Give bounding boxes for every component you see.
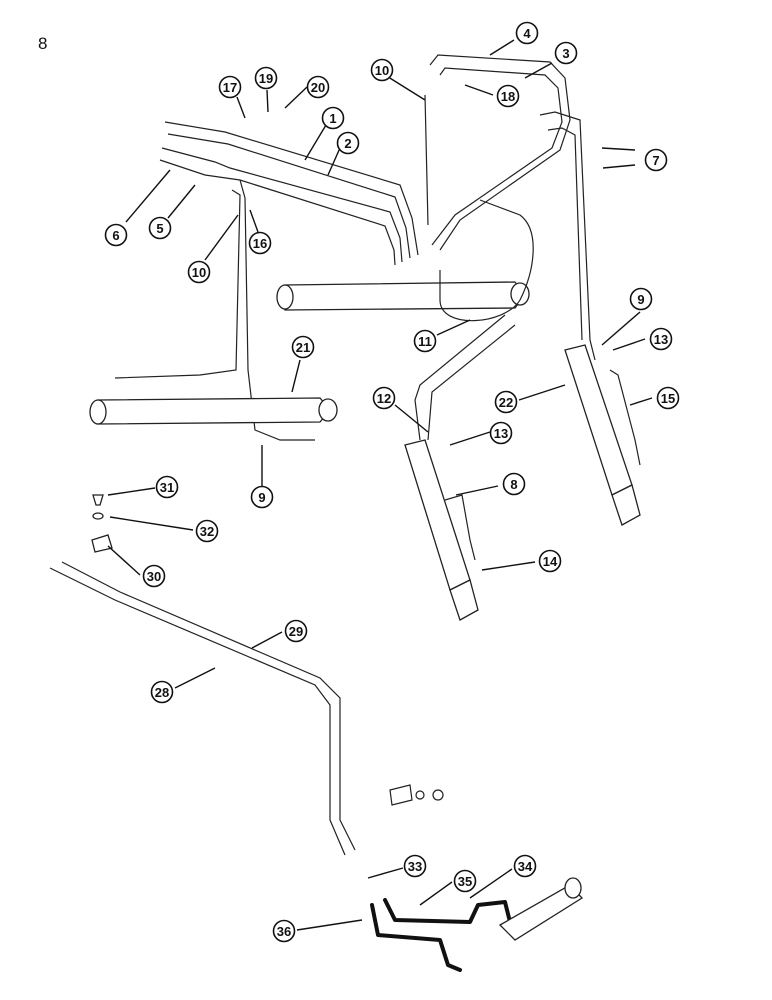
svg-text:22: 22 [499, 395, 513, 410]
callout-15: 15 [656, 386, 680, 410]
svg-text:3: 3 [562, 46, 569, 61]
svg-text:32: 32 [200, 524, 214, 539]
frame-loop [414, 199, 534, 441]
svg-text:36: 36 [277, 924, 291, 939]
callout-16: 16 [248, 231, 272, 255]
callout-12: 12 [372, 386, 396, 410]
svg-text:9: 9 [637, 292, 644, 307]
svg-text:13: 13 [494, 426, 508, 441]
callout-20: 20 [306, 75, 330, 99]
page-number: 8 [38, 34, 48, 53]
svg-text:19: 19 [259, 71, 273, 86]
callout-11: 11 [413, 329, 437, 353]
callout-33: 33 [403, 854, 427, 878]
callout-8: 8 [502, 472, 526, 496]
callout-21: 21 [291, 335, 315, 359]
upper-pipe-bundle [114, 121, 419, 441]
callout-18: 18 [496, 84, 520, 108]
cylinder-8 [404, 439, 479, 621]
svg-text:34: 34 [518, 859, 533, 874]
svg-text:8: 8 [510, 477, 517, 492]
svg-text:10: 10 [375, 63, 389, 78]
svg-text:16: 16 [253, 236, 267, 251]
svg-text:4: 4 [523, 26, 531, 41]
mounting-bracket [389, 784, 444, 806]
callouts: 1 2 3 4 5 6 7 8 9 9 10 10 11 12 13 13 14… [104, 21, 680, 943]
lower-pipes [49, 561, 356, 856]
callout-28: 28 [150, 680, 174, 704]
callout-19: 19 [254, 66, 278, 90]
callout-34: 34 [513, 854, 537, 878]
cylinder-upper-center [276, 281, 530, 311]
svg-text:12: 12 [377, 391, 391, 406]
callout-6: 6 [104, 223, 128, 247]
svg-text:11: 11 [418, 334, 432, 349]
svg-text:14: 14 [543, 554, 558, 569]
cylinder-22 [564, 344, 641, 526]
svg-text:33: 33 [408, 859, 422, 874]
svg-text:20: 20 [311, 80, 325, 95]
svg-text:28: 28 [155, 685, 169, 700]
cylinder-21 [89, 397, 338, 425]
callout-4: 4 [515, 21, 539, 45]
callout-1: 1 [321, 106, 345, 130]
callout-22: 22 [494, 390, 518, 414]
callout-10b: 10 [187, 260, 211, 284]
svg-text:30: 30 [147, 569, 161, 584]
callout-9a: 9 [250, 485, 274, 509]
callout-36: 36 [272, 919, 296, 943]
svg-text:29: 29 [289, 624, 303, 639]
svg-text:9: 9 [258, 490, 265, 505]
svg-text:18: 18 [501, 89, 515, 104]
callout-17: 17 [218, 75, 242, 99]
svg-text:17: 17 [223, 80, 237, 95]
callout-3: 3 [554, 41, 578, 65]
callout-10a: 10 [370, 58, 394, 82]
callout-9b: 9 [629, 287, 653, 311]
lower-cylinder [498, 877, 584, 941]
callout-13a: 13 [489, 421, 513, 445]
callout-14: 14 [538, 549, 562, 573]
svg-text:31: 31 [160, 480, 174, 495]
svg-text:2: 2 [344, 136, 351, 151]
svg-text:21: 21 [296, 340, 310, 355]
callout-2: 2 [336, 131, 360, 155]
callout-29: 29 [284, 619, 308, 643]
svg-text:15: 15 [661, 391, 675, 406]
right-upper-pipes [424, 54, 596, 361]
leader-lines [107, 39, 653, 931]
callout-7: 7 [644, 148, 668, 172]
hoses-34-35 [370, 898, 514, 972]
callout-31: 31 [155, 475, 179, 499]
svg-text:10: 10 [192, 265, 206, 280]
svg-text:1: 1 [329, 111, 336, 126]
callout-32: 32 [195, 519, 219, 543]
svg-text:35: 35 [458, 874, 472, 889]
svg-text:5: 5 [156, 221, 163, 236]
clip-hardware [91, 494, 113, 553]
svg-text:6: 6 [112, 228, 119, 243]
svg-text:13: 13 [654, 332, 668, 347]
callout-5: 5 [148, 216, 172, 240]
svg-text:7: 7 [652, 153, 659, 168]
callout-13b: 13 [649, 327, 673, 351]
callout-35: 35 [453, 869, 477, 893]
callout-30: 30 [142, 564, 166, 588]
